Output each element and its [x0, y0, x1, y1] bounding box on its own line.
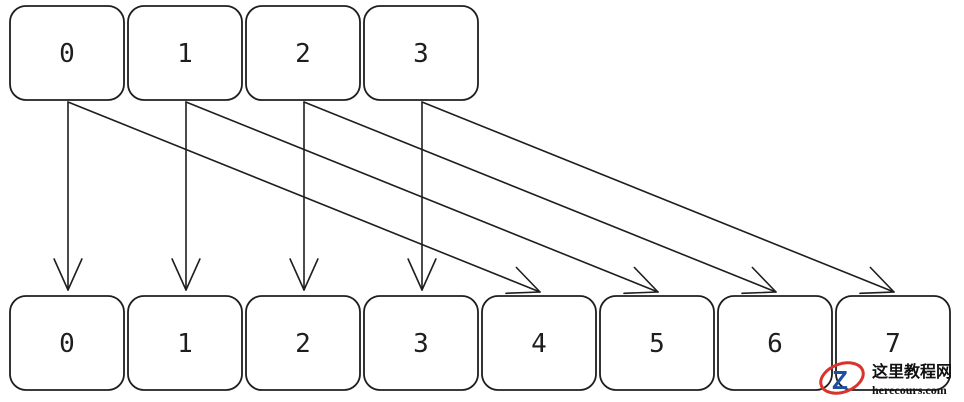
top-row-box: 0: [9, 5, 125, 101]
top-row-box-label: 1: [177, 39, 193, 69]
bottom-row-box-label: 3: [413, 329, 429, 359]
top-row-box-shape: [245, 5, 361, 101]
arrow: [303, 101, 777, 295]
top-row-box-label: 0: [59, 39, 75, 69]
watermark-logo-icon: Z: [819, 361, 865, 395]
bottom-row-box-shape: [481, 295, 597, 391]
bottom-row-box-label: 7: [885, 329, 901, 359]
top-row-box: 1: [127, 5, 243, 101]
bottom-row-box: 0: [9, 295, 125, 391]
watermark-subtitle: herecours.com: [872, 383, 947, 397]
bottom-row-box-shape: [835, 295, 951, 391]
bottom-row-box: 1: [127, 295, 243, 391]
bottom-row-box: 2: [245, 295, 361, 391]
bottom-row-box-shape: [245, 295, 361, 391]
arrow: [407, 101, 437, 291]
bottom-row-box-shape: [717, 295, 833, 391]
arrow: [289, 101, 319, 291]
top-row-box: 2: [245, 5, 361, 101]
arrow-head: [171, 258, 201, 291]
bottom-row-box: 3: [363, 295, 479, 391]
bottom-row-box-shape: [599, 295, 715, 391]
arrow-shaft: [421, 101, 895, 293]
arrow: [171, 101, 201, 291]
bottom-row-box: 7: [835, 295, 951, 391]
arrow-head: [505, 266, 541, 295]
arrow-shaft: [303, 101, 777, 293]
arrow-head: [859, 266, 895, 295]
bottom-row-box-label: 6: [767, 329, 783, 359]
arrow-head: [289, 258, 319, 291]
watermark: Z 这里教程网 herecours.com: [819, 361, 952, 397]
arrow-head: [53, 258, 83, 291]
bottom-row-box-label: 1: [177, 329, 193, 359]
arrow-head: [407, 258, 437, 291]
top-row-box-shape: [127, 5, 243, 101]
top-row-box-label: 2: [295, 39, 311, 69]
bottom-row-box-shape: [363, 295, 479, 391]
arrow-head: [741, 266, 777, 295]
watermark-logo-letter: Z: [832, 365, 848, 395]
arrows: [53, 101, 895, 295]
top-row-box-shape: [9, 5, 125, 101]
bottom-row-box-shape: [127, 295, 243, 391]
arrow-head: [623, 266, 659, 295]
bottom-row-box-label: 4: [531, 329, 547, 359]
bottom-row-box-label: 5: [649, 329, 665, 359]
watermark-title: 这里教程网: [872, 362, 952, 381]
bottom-row-box-label: 0: [59, 329, 75, 359]
arrow: [53, 101, 83, 291]
bottom-row: 0 1 2 3 4 5 6 7: [9, 295, 951, 391]
bottom-row-box: 5: [599, 295, 715, 391]
top-row: 0 1 2 3: [9, 5, 479, 101]
arrow: [421, 101, 895, 295]
top-row-box-shape: [363, 5, 479, 101]
top-row-box-label: 3: [413, 39, 429, 69]
bottom-row-box: 6: [717, 295, 833, 391]
bottom-row-box-shape: [9, 295, 125, 391]
bottom-row-box: 4: [481, 295, 597, 391]
top-row-box: 3: [363, 5, 479, 101]
bottom-row-box-label: 2: [295, 329, 311, 359]
